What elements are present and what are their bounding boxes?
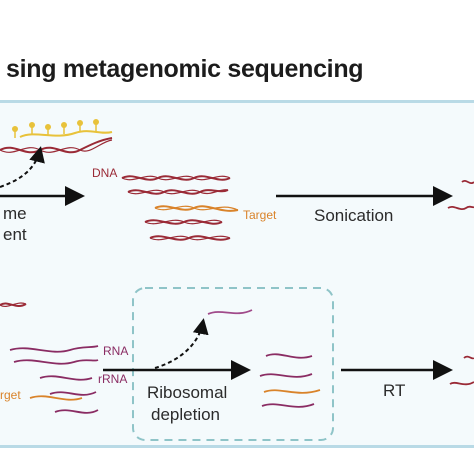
rna-strands <box>9 345 99 414</box>
dashed-curved-arrow-bottom <box>154 318 209 369</box>
label-rrna: rRNA <box>98 372 128 386</box>
figure-title: sing metagenomic sequencing <box>6 55 364 83</box>
dashed-curved-arrow-top <box>0 146 45 188</box>
label-rna: RNA <box>103 344 129 358</box>
label-rt: RT <box>383 381 406 400</box>
probe-bound-dna <box>0 119 113 154</box>
workflow-panel <box>0 100 474 448</box>
dna-strands <box>121 175 231 241</box>
small-dna-bottom <box>0 302 27 307</box>
removed-rrna <box>207 309 253 315</box>
label-ribosomal-depletion-2: depletion <box>151 405 221 424</box>
label-enzyme-step-2: ent <box>3 225 27 244</box>
label-ribosomal-depletion-1: Ribosomal <box>147 383 228 402</box>
label-enzyme-step-1: me <box>3 204 27 223</box>
label-dna-target: Target <box>243 208 277 222</box>
label-dna: DNA <box>92 166 118 180</box>
dna-fragments <box>447 179 474 211</box>
target-dna-strand <box>154 205 239 212</box>
rna-target-strand <box>29 395 83 401</box>
label-sonication: Sonication <box>314 206 394 225</box>
depleted-rna-strands <box>259 353 321 408</box>
depletion-box <box>132 287 334 441</box>
cdna-fragments <box>449 355 474 386</box>
label-rna-target: rget <box>0 388 21 402</box>
probe-heads <box>12 119 99 138</box>
